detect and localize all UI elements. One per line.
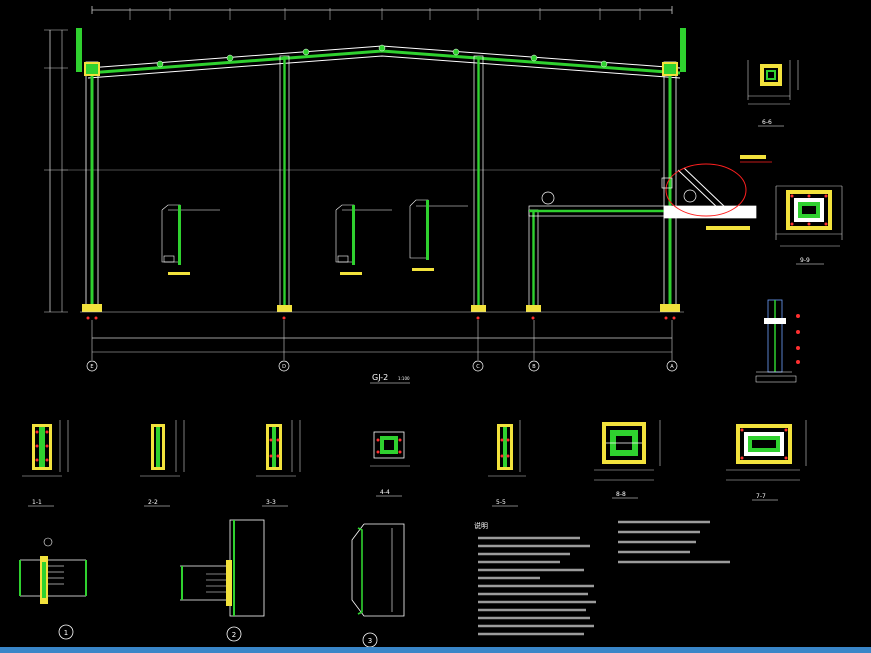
frame-title: GJ-2 bbox=[372, 373, 388, 382]
general-notes: 说明 bbox=[474, 520, 730, 636]
detail-3: 3 bbox=[351, 523, 405, 648]
section-label-7-7: 7-7 bbox=[756, 493, 766, 500]
section-2-2: 2-2 bbox=[140, 420, 185, 507]
detail-label-1: 1 bbox=[64, 629, 68, 637]
section-9-9: 9-9 bbox=[775, 185, 843, 265]
detail-label-2: 2 bbox=[232, 631, 236, 639]
section-4-4: 4-4 bbox=[370, 431, 410, 497]
frame-scale: 1:100 bbox=[398, 376, 410, 381]
column-base-detail bbox=[755, 299, 800, 383]
section-label-4-4: 4-4 bbox=[380, 489, 390, 496]
window-bottom-strip bbox=[0, 647, 871, 653]
section-5-5: 5-5 bbox=[488, 420, 526, 507]
section-7-7: 7-7 bbox=[726, 420, 807, 501]
axis-label-d: D bbox=[282, 364, 286, 370]
detail-2: 2 bbox=[180, 519, 265, 642]
section-label-1-1: 1-1 bbox=[32, 499, 42, 506]
section-1-1: 1-1 bbox=[22, 420, 69, 507]
detail-1: 1 bbox=[19, 537, 87, 640]
axis-label-e: E bbox=[90, 364, 93, 370]
main-frame-elevation: E D C B A GJ-2 1:100 bbox=[44, 6, 772, 384]
notes-heading: 说明 bbox=[474, 521, 488, 530]
section-label-2-2: 2-2 bbox=[148, 499, 158, 506]
section-label-6-6: 6-6 bbox=[762, 119, 772, 126]
section-8-8: 8-8 bbox=[594, 420, 661, 499]
axis-label-c: C bbox=[476, 364, 480, 370]
axis-label-a: A bbox=[670, 364, 674, 370]
section-label-9-9: 9-9 bbox=[800, 257, 810, 264]
section-6-6: 6-6 bbox=[747, 60, 799, 127]
section-label-3-3: 3-3 bbox=[266, 499, 276, 506]
axis-label-b: B bbox=[532, 364, 536, 370]
section-label-5-5: 5-5 bbox=[496, 499, 506, 506]
section-3-3: 3-3 bbox=[256, 420, 301, 507]
detail-label-3: 3 bbox=[368, 637, 372, 645]
section-label-8-8: 8-8 bbox=[616, 491, 626, 498]
